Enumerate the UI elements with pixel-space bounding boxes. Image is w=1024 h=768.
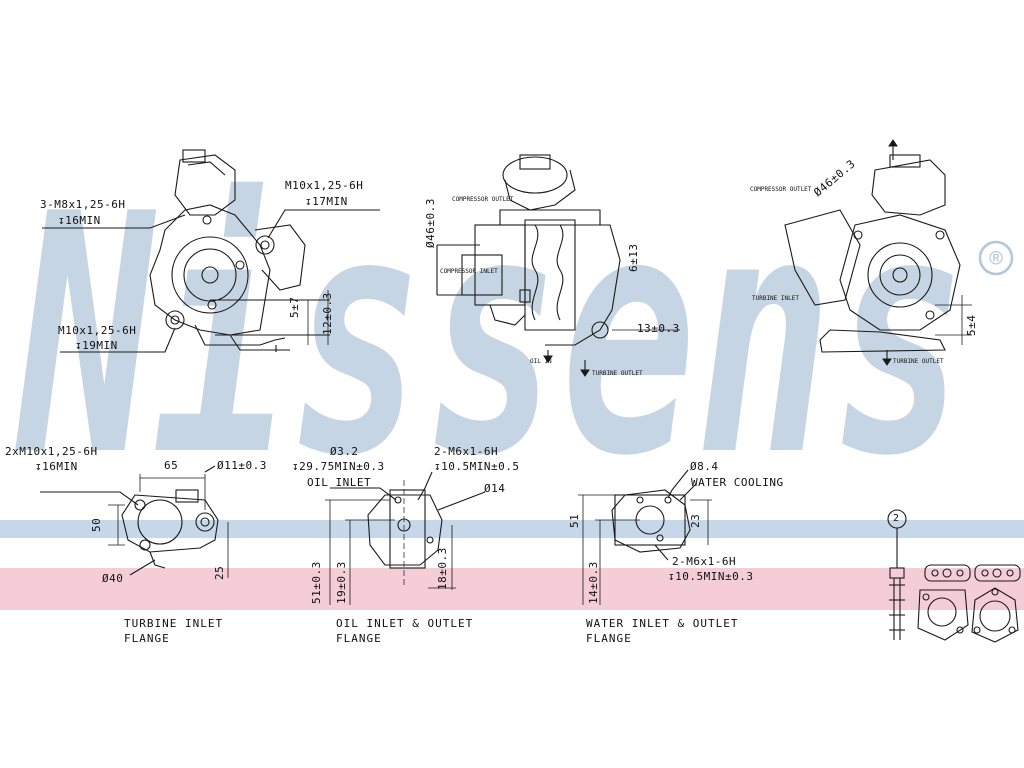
- callout-m10-thread-upper: M10x1,25-6H: [285, 179, 364, 192]
- callout-m6-depth-oil: ↧10.5MIN±0.5: [434, 460, 520, 473]
- callout-m6-thread-water: 2-M6x1-6H: [672, 555, 737, 568]
- dim-vertical-center: 6±13: [627, 243, 640, 273]
- caption-turbine-flange: FLANGE: [124, 632, 170, 645]
- caption-turbine-inlet: TURBINE INLET: [124, 617, 224, 630]
- note-compressor-outlet: COMPRESSOR OUTLET: [452, 196, 514, 203]
- dim-12: 12±0.3: [321, 292, 334, 335]
- dim-50: 50: [90, 517, 103, 532]
- dim-5: 5±7: [288, 296, 301, 318]
- callout-dia-3-2: Ø3.2: [330, 445, 359, 458]
- callout-m10-depth-upper: ↧17MIN: [305, 195, 348, 208]
- callout-2xm10-thread: 2xM10x1,25-6H: [5, 445, 98, 458]
- note-turbine-outlet: TURBINE OUTLET: [592, 370, 643, 377]
- callout-m6-depth-water: ↧10.5MIN±0.3: [668, 570, 754, 583]
- callout-m8-depth: ↧16MIN: [58, 214, 101, 227]
- turbo-side-view: [42, 149, 380, 353]
- water-flange-drawing: [578, 469, 712, 605]
- note-compressor-inlet: COMPRESSOR INLET: [440, 268, 498, 275]
- dim-25: 25: [213, 565, 226, 580]
- callout-m6-thread-oil: 2-M6x1-6H: [434, 445, 499, 458]
- note-oil-in: OIL IN: [530, 358, 552, 365]
- pink-band: [0, 568, 1024, 610]
- label-water-cooling: WATER COOLING: [691, 476, 784, 489]
- kit-item-number: 2: [893, 513, 900, 524]
- callout-2xm10-depth: ↧16MIN: [35, 460, 78, 473]
- callout-m8-thread: 3-M8x1,25-6H: [40, 198, 126, 211]
- caption-water-flange: FLANGE: [586, 632, 632, 645]
- dim-side-right: 5±4: [965, 314, 978, 336]
- note-compressor-outlet-right: COMPRESSOR OUTLET: [750, 186, 812, 193]
- turbo-front-view: [436, 154, 680, 376]
- gasket-kit-drawing: [887, 509, 1021, 643]
- caption-water-inlet-outlet: WATER INLET & OUTLET: [586, 617, 739, 630]
- callout-dia-3-2-depth: ↧29.75MIN±0.3: [292, 460, 385, 473]
- caption-oil-flange: FLANGE: [336, 632, 382, 645]
- dim-51-oil: 51±0.3: [310, 561, 323, 604]
- dim-51-water: 51: [568, 513, 581, 528]
- dim-14-water: 14±0.3: [587, 561, 600, 604]
- note-turbine-outlet-right: TURBINE OUTLET: [893, 358, 944, 365]
- turbine-flange-drawing: [40, 465, 229, 578]
- watermark-text: Nissens: [14, 144, 968, 528]
- dim-18-oil: 18±0.3: [436, 547, 449, 590]
- registered-mark: ®: [978, 240, 1014, 276]
- svg-text:®: ®: [989, 247, 1003, 272]
- callout-m10-depth-lower: ↧19MIN: [75, 339, 118, 352]
- dim-hole-8-4: Ø8.4: [690, 460, 719, 473]
- turbo-rear-view: [784, 140, 972, 365]
- dim-23-water: 23: [689, 513, 702, 528]
- dim-dia-46-center: Ø46±0.3: [424, 198, 437, 248]
- blue-band: [0, 520, 1024, 538]
- dim-13: 13±0.3: [637, 322, 680, 335]
- note-turbine-inlet-right: TURBINE INLET: [752, 295, 799, 302]
- dim-dia-40: Ø40: [102, 572, 124, 585]
- dim-dia-14: Ø14: [484, 482, 506, 495]
- label-oil-inlet: OIL INLET: [307, 476, 372, 489]
- dim-19-oil: 19±0.3: [335, 561, 348, 604]
- oil-flange-drawing: [325, 471, 486, 605]
- flow-arrows: [543, 139, 898, 377]
- callout-m10-thread-lower: M10x1,25-6H: [58, 324, 137, 337]
- dim-hole-11: Ø11±0.3: [217, 459, 267, 472]
- dim-65: 65: [164, 459, 179, 472]
- caption-oil-inlet-outlet: OIL INLET & OUTLET: [336, 617, 474, 630]
